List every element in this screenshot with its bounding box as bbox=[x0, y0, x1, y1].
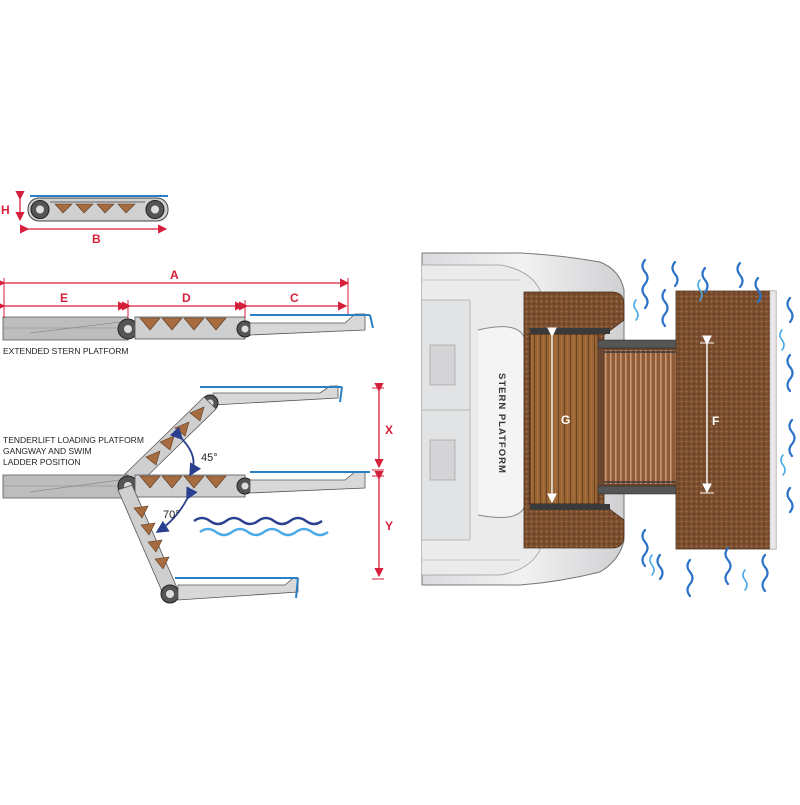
dimension-h: H bbox=[1, 191, 25, 222]
dimension-y-label: Y bbox=[385, 519, 393, 533]
dimension-y: Y bbox=[372, 471, 393, 580]
folded-platform bbox=[27, 195, 169, 222]
dimension-e-label: E bbox=[60, 291, 68, 305]
tenderlift-label: TENDERLIFT LOADING PLATFORM GANGWAY AND … bbox=[3, 435, 144, 467]
dimension-c-label: C bbox=[290, 291, 299, 305]
angle-arc-45 bbox=[169, 426, 202, 477]
water-waves-top-view bbox=[641, 258, 796, 598]
dimension-c: C bbox=[239, 291, 348, 311]
dimension-x: X bbox=[372, 383, 393, 471]
extended-platform-label: EXTENDED STERN PLATFORM bbox=[3, 346, 128, 356]
dimension-d: D bbox=[122, 291, 246, 318]
dimension-b-label: B bbox=[92, 232, 101, 246]
tenderlift-label-line3: LADDER POSITION bbox=[3, 457, 80, 467]
dimension-x-label: X bbox=[385, 423, 393, 437]
tenderlift-label-line2: GANGWAY AND SWIM bbox=[3, 446, 92, 456]
dimension-g-label: G bbox=[561, 413, 570, 427]
dimension-e: E bbox=[0, 291, 129, 318]
dimension-a: A bbox=[0, 268, 350, 318]
dimension-b: B bbox=[20, 224, 168, 246]
dimension-a-label: A bbox=[170, 268, 179, 282]
dimension-d-label: D bbox=[182, 291, 191, 305]
water-waves bbox=[193, 516, 329, 537]
stern-platform-label: STERN PLATFORM bbox=[496, 373, 507, 474]
tenderlift-label-line1: TENDERLIFT LOADING PLATFORM bbox=[3, 435, 144, 445]
angle-70-label: 70° bbox=[163, 509, 180, 521]
angle-arc-70 bbox=[155, 486, 198, 533]
dimension-f-label: F bbox=[712, 414, 719, 428]
extended-platform bbox=[2, 313, 374, 341]
tenderlift-diagram: 45° 70° bbox=[2, 385, 370, 604]
angle-45-label: 45° bbox=[201, 452, 218, 464]
top-view: STERN PLATFORM G F bbox=[421, 252, 796, 598]
dimension-h-label: H bbox=[1, 203, 10, 217]
